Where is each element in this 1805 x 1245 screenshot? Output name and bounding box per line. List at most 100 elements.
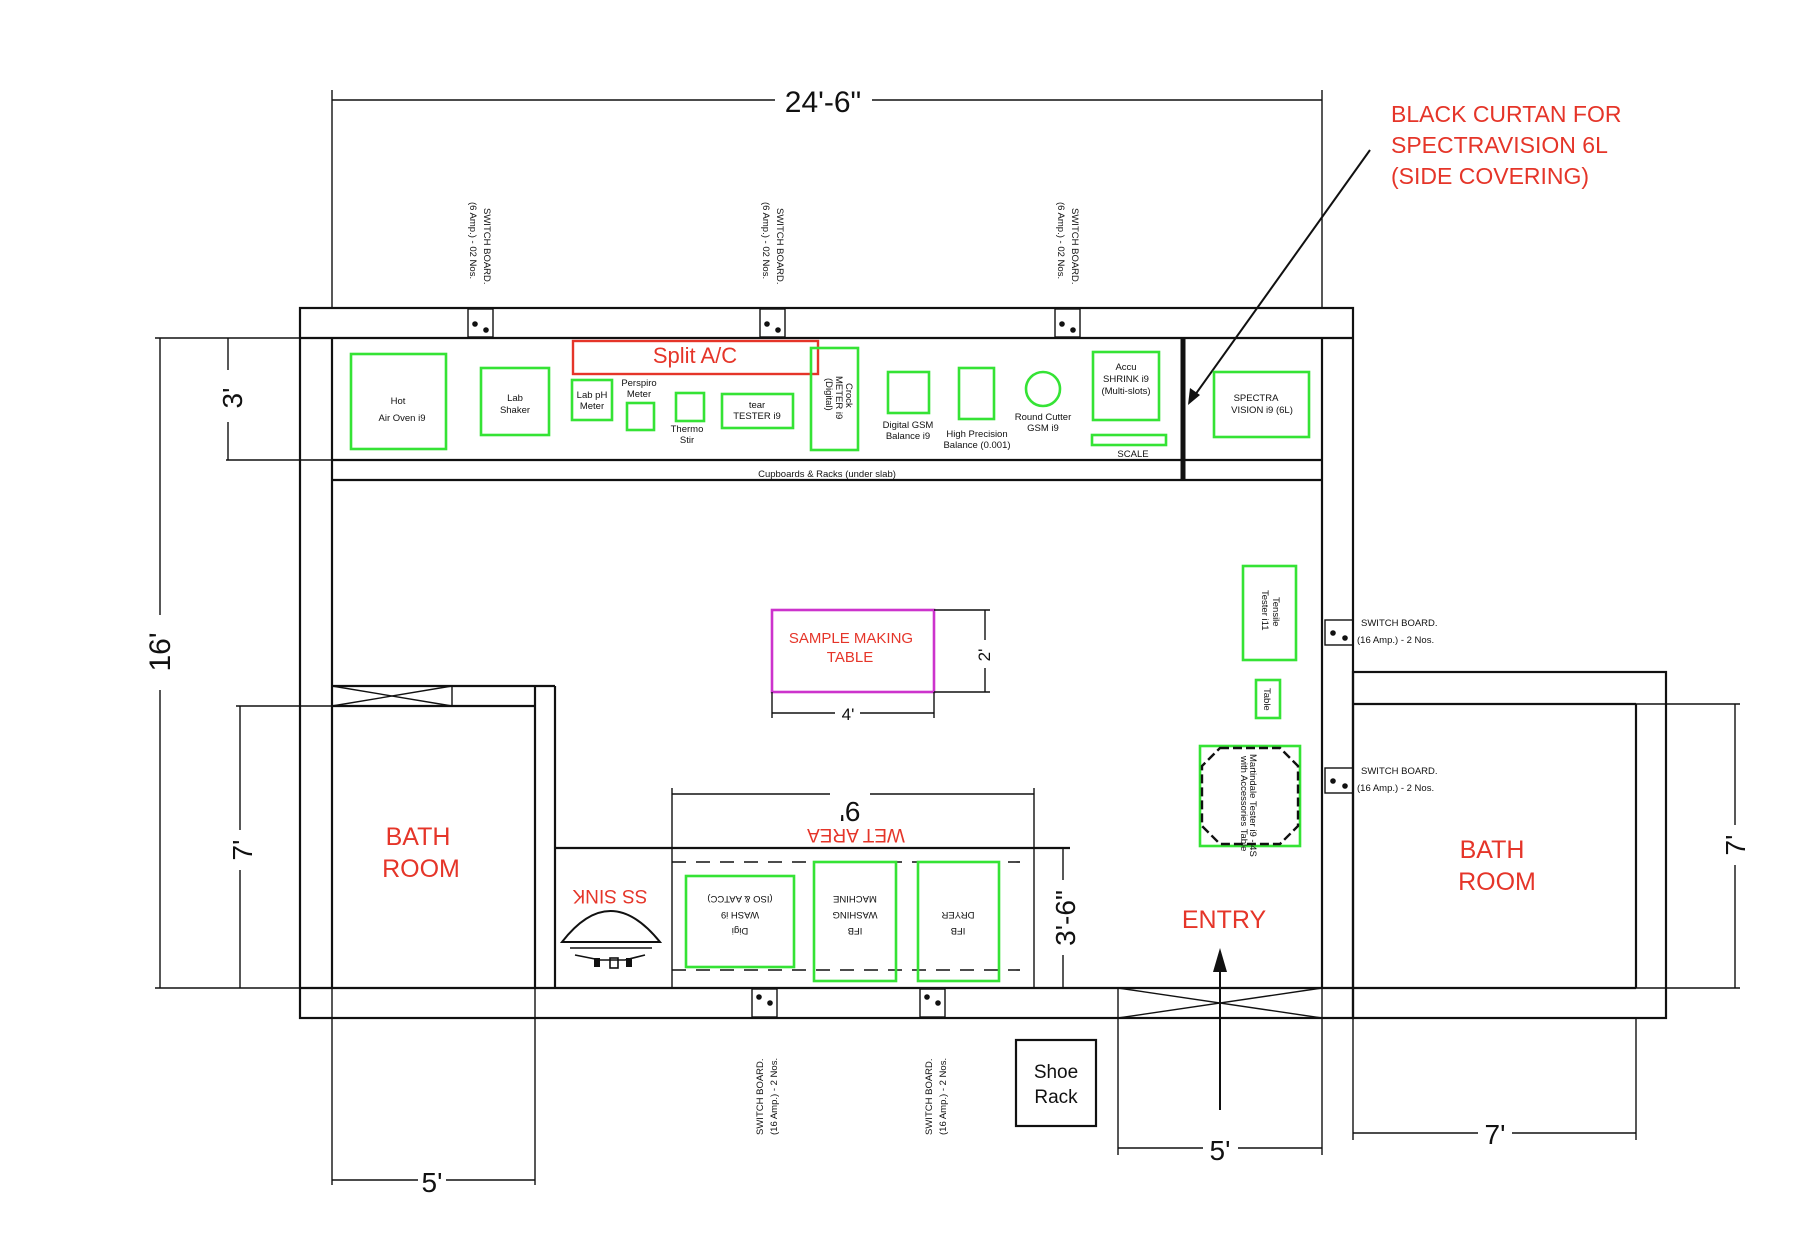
ss-sink <box>559 910 663 969</box>
shoe-rack-label-1: Shoe <box>1034 1062 1078 1083</box>
switch-board-right-2-l1: SWITCH BOARD. <box>1361 766 1438 777</box>
split-ac-label: Split A/C <box>653 343 737 368</box>
bath-left-height-label: 7' <box>227 840 258 861</box>
accu-label-3: (Multi-slots) <box>1101 386 1150 397</box>
tear-label-1: tear <box>749 400 765 411</box>
lab-shaker: Lab Shaker <box>479 366 551 437</box>
crock-label-2: METER i9 <box>833 376 844 419</box>
scale-label: SCALE <box>1117 449 1148 460</box>
washer-label-1: IFB <box>848 925 863 936</box>
shoe-rack: Shoe Rack <box>1014 1038 1098 1128</box>
table-length-label: 4' <box>842 705 855 724</box>
martindale-label-1: Martindale Tester i9 - 4S <box>1247 754 1258 857</box>
arrow-head-icon <box>1188 388 1200 405</box>
tear-tester: tear TESTER i9 <box>720 392 795 430</box>
dryer-label-1: IFB <box>951 925 966 936</box>
small-table-label: Table <box>1261 688 1272 711</box>
bath-right-width-label: 7' <box>1485 1119 1506 1150</box>
tensile-label-1: Tensile <box>1270 597 1281 627</box>
perspiro-meter: Perspiro Meter <box>621 378 657 432</box>
perspiro-label-2: Meter <box>627 389 651 400</box>
table-width-label: 2' <box>975 649 994 662</box>
bath-right-label-1: BATH <box>1460 836 1525 864</box>
switch-board-top-1-l1: SWITCH BOARD. <box>481 208 492 285</box>
bath-right-label-2: ROOM <box>1458 868 1536 896</box>
round-cutter: Round Cutter GSM i9 <box>1015 370 1071 434</box>
counter-depth-label: 3' <box>217 388 248 409</box>
tap-icon <box>594 958 600 967</box>
small-table: Table <box>1254 678 1282 720</box>
hp-balance-label-1: High Precision <box>946 429 1007 440</box>
perspiro-label-1: Perspiro <box>621 378 656 389</box>
switch-board-top-1-l2: (6 Amp.) - 02 Nos. <box>467 202 478 279</box>
gsm-balance-label-1: Digital GSM <box>883 420 934 431</box>
bath-right-height-label: 7' <box>1720 835 1751 856</box>
bath-left-label-2: ROOM <box>382 855 460 883</box>
switch-board-bottom-1-l1: SWITCH BOARD. <box>755 1058 766 1135</box>
split-ac: Split A/C <box>571 339 820 376</box>
switch-board-icon <box>759 308 786 338</box>
thermo-stir: Thermo Stir <box>671 391 706 446</box>
switch-board-right-1-l1: SWITCH BOARD. <box>1361 618 1438 629</box>
gsm-balance-label-2: Balance i9 <box>886 431 930 442</box>
digi-wash-label-3: (ISO & AATCC) <box>707 893 772 904</box>
bath-left-label-1: BATH <box>386 823 451 851</box>
bathroom-right: BATH ROOM <box>1351 670 1668 1020</box>
entry-width-label: 5' <box>1210 1135 1231 1166</box>
tensile-tester: Tensile Tester i11 <box>1241 564 1298 662</box>
tear-label-2: TESTER i9 <box>733 411 781 422</box>
dim-bath-left-height: 7' <box>227 705 332 988</box>
ifb-washing-machine: IFB WASHING MACHINE <box>812 860 898 983</box>
switch-board-icon <box>751 988 778 1018</box>
hp-balance-label-2: Balance (0.001) <box>943 440 1010 451</box>
wet-area: WET AREA SS SINK Digi WASH i9 (ISO & AAT… <box>555 824 1070 988</box>
thermo-label-1: Thermo <box>671 424 704 435</box>
switch-board-top-2-l2: (6 Amp.) - 02 Nos. <box>760 202 771 279</box>
switch-board-top-3-l2: (6 Amp.) - 02 Nos. <box>1055 202 1066 279</box>
digi-wash-label-1: Digi <box>732 925 748 936</box>
sample-table-label-2: TABLE <box>827 649 873 666</box>
round-cutter-label-2: GSM i9 <box>1027 423 1059 434</box>
crock-label-3: (Digital) <box>823 378 834 411</box>
dim-bath-right-width: 7' <box>1352 1018 1637 1150</box>
thermo-label-2: Stir <box>680 435 694 446</box>
dim-counter-depth: 3' <box>217 338 332 461</box>
switch-boards-top: SWITCH BOARD. (6 Amp.) - 02 Nos. SWITCH … <box>467 202 1081 338</box>
arrow-up-icon <box>1213 948 1227 972</box>
curtain-annotation: BLACK CURTAN FOR SPECTRAVISION 6L (SIDE … <box>1188 101 1621 405</box>
wet-area-length-label: 9' <box>840 796 861 827</box>
dim-wet-area-depth: 3'-6" <box>1034 847 1081 988</box>
entry-label: ENTRY <box>1182 906 1267 934</box>
crock-meter: Crock METER i9 (Digital) <box>809 346 860 452</box>
bathroom-left: BATH ROOM <box>331 684 557 988</box>
annotation-line-2: SPECTRAVISION 6L <box>1391 132 1608 158</box>
dim-wet-area-length: 9' <box>671 788 1035 848</box>
ph-meter-label-1: Lab pH <box>577 390 608 401</box>
digi-wash-label-2: WASH i9 <box>721 909 759 920</box>
overall-depth-label: 16' <box>144 632 177 671</box>
annotation-line-3: (SIDE COVERING) <box>1391 163 1589 189</box>
switch-board-icon <box>1324 767 1354 794</box>
dim-entry-width: 5' <box>1117 1018 1323 1166</box>
hot-air-oven-label-1: Hot <box>391 396 406 407</box>
switch-board-icon <box>467 308 494 338</box>
ph-meter-label-2: Meter <box>580 401 604 412</box>
tensile-label-2: Tester i11 <box>1259 590 1270 630</box>
overall-width-label: 24'-6" <box>785 86 861 119</box>
switch-board-icon <box>919 988 946 1018</box>
switch-board-icon <box>1054 308 1081 338</box>
dryer-label-2: DRYER <box>941 909 974 920</box>
switch-board-right-1-l2: (16 Amp.) - 2 Nos. <box>1357 635 1434 646</box>
washer-label-2: WASHING <box>832 909 877 920</box>
entry: ENTRY <box>1117 906 1323 1110</box>
switch-board-bottom-1-l2: (16 Amp.) - 2 Nos. <box>769 1058 780 1135</box>
hot-air-oven: Hot Air Oven i9 <box>349 352 448 451</box>
switch-board-bottom-2-l2: (16 Amp.) - 2 Nos. <box>938 1058 949 1135</box>
crock-label-1: Crock <box>843 383 854 408</box>
lab-shaker-label-2: Shaker <box>500 405 530 416</box>
wet-area-label: WET AREA <box>807 824 905 845</box>
switch-boards-bottom: SWITCH BOARD. (16 Amp.) - 2 Nos. SWITCH … <box>751 988 949 1135</box>
switch-board-icon <box>1324 619 1354 646</box>
sample-making-table: SAMPLE MAKING TABLE 2' 4' <box>770 608 994 724</box>
accu-label-1: Accu <box>1115 362 1136 373</box>
